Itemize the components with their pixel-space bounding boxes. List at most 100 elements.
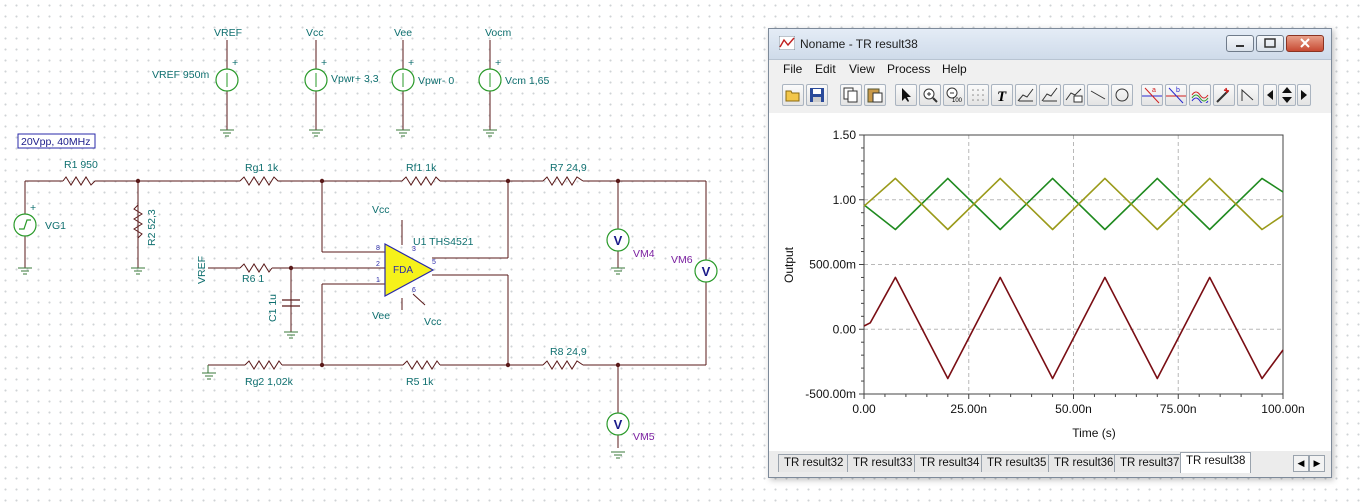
generator-label-box[interactable] <box>17 133 96 149</box>
y-axis-label: Output <box>782 246 796 283</box>
probe-button[interactable] <box>1213 84 1235 106</box>
resistor-r6[interactable] <box>239 263 273 273</box>
source-label-vee: Vpwr- 0 <box>418 75 454 87</box>
line-icon <box>1090 90 1106 100</box>
resistor-r7[interactable] <box>542 176 584 186</box>
resistor-r1[interactable] <box>62 176 98 186</box>
zoom-100-button[interactable]: 100 <box>943 84 965 106</box>
tab-scroll-right-button[interactable]: ▶ <box>1309 455 1325 472</box>
arrow-right-icon <box>1301 90 1307 100</box>
voltmeter-vm4[interactable] <box>606 228 630 252</box>
probe-icon <box>1216 87 1230 103</box>
tab-tr-result32[interactable]: TR result32 <box>778 454 850 472</box>
minimize-button[interactable] <box>1226 35 1254 52</box>
close-icon <box>1300 38 1310 48</box>
menu-file[interactable]: File <box>783 62 803 76</box>
menu-view[interactable]: View <box>849 62 875 76</box>
resistor-rf1[interactable] <box>401 176 441 186</box>
line-button[interactable] <box>1087 84 1109 106</box>
x-axis-label: Time (s) <box>1072 426 1116 440</box>
tab-scroll-left-button[interactable]: ◀ <box>1293 455 1309 472</box>
capacitor-c1[interactable] <box>282 299 300 307</box>
pointer-button[interactable] <box>895 84 917 106</box>
pin-label: 5 <box>432 259 436 266</box>
tab-tr-result38[interactable]: TR result38 <box>1180 452 1252 473</box>
resistor-r2[interactable] <box>133 204 143 239</box>
result-window[interactable]: Noname - TR result38 File Edit View Proc… <box>768 28 1332 478</box>
y-tick-label: -500.00m <box>805 387 856 401</box>
cursor-marker-a-button[interactable]: a <box>1141 84 1163 106</box>
source-name-vee: Vee <box>394 27 412 39</box>
ground-icon <box>131 267 145 275</box>
menu-help[interactable]: Help <box>942 62 967 76</box>
menu-edit[interactable]: Edit <box>815 62 836 76</box>
series-group <box>863 177 1284 380</box>
open-button[interactable] <box>782 84 804 106</box>
pin-label: 2 <box>376 261 380 268</box>
zoom-in-button[interactable] <box>919 84 941 106</box>
zoom-100-icon: 100 <box>946 87 963 103</box>
window-title: Noname - TR result38 <box>800 37 918 51</box>
tab-tr-result34[interactable]: TR result34 <box>914 454 986 472</box>
voltmeter-symbol: V <box>614 417 623 432</box>
arrow-updown-button[interactable] <box>1278 84 1296 106</box>
arrow-right-button[interactable] <box>1297 84 1311 106</box>
waveform-button[interactable] <box>1189 84 1211 106</box>
series-line-1[interactable] <box>863 276 1284 380</box>
cursor-b-button[interactable] <box>1039 84 1061 106</box>
source-label-vocm: Vcm 1,65 <box>505 75 550 87</box>
arrow-updown-icon <box>1282 87 1292 103</box>
resistor-rg2[interactable] <box>244 360 283 370</box>
label-rg2: Rg2 1,02k <box>245 376 294 388</box>
maximize-button[interactable] <box>1256 35 1284 52</box>
x-tick-label: 25.00n <box>950 402 987 416</box>
meter-label-vm4: VM4 <box>633 248 655 260</box>
arrow-left-icon <box>1267 90 1273 100</box>
plus-sign: + <box>495 57 501 69</box>
copy-button[interactable] <box>840 84 862 106</box>
y-tick-label: 1.50 <box>833 128 857 142</box>
cursor-marker-a-icon: a <box>1142 87 1162 104</box>
pin-label: 6 <box>412 287 416 294</box>
text-button[interactable]: T <box>991 84 1013 106</box>
step-button[interactable] <box>1237 84 1259 106</box>
title-bar[interactable]: Noname - TR result38 <box>769 29 1331 60</box>
y-tick-label: 1.00 <box>833 193 857 207</box>
resistor-r8[interactable] <box>542 360 584 370</box>
resistor-rg1[interactable] <box>239 176 280 186</box>
close-button[interactable] <box>1286 35 1324 52</box>
x-tick-label: 50.00n <box>1055 402 1092 416</box>
circle-button[interactable] <box>1111 84 1133 106</box>
tab-tr-result35[interactable]: TR result35 <box>981 454 1053 472</box>
tab-tr-result37[interactable]: TR result37 <box>1114 454 1186 472</box>
svg-text:100: 100 <box>952 98 963 103</box>
tab-tr-result33[interactable]: TR result33 <box>847 454 919 472</box>
ground-icon <box>611 267 625 275</box>
arrow-left-button[interactable] <box>1263 84 1277 106</box>
net-label-vcc-top: Vcc <box>372 204 390 216</box>
formula-button[interactable] <box>1063 84 1085 106</box>
voltmeter-vm5[interactable] <box>606 412 630 436</box>
voltmeter-vm6[interactable] <box>694 259 718 283</box>
tab-tr-result36[interactable]: TR result36 <box>1048 454 1120 472</box>
opamp-u1[interactable] <box>384 242 435 298</box>
x-tick-label: 75.00n <box>1160 402 1197 416</box>
grid-button[interactable] <box>967 84 989 106</box>
cursor-a-button[interactable] <box>1015 84 1037 106</box>
paste-button[interactable] <box>864 84 886 106</box>
cursor-marker-b-button[interactable]: b <box>1165 84 1187 106</box>
menu-process[interactable]: Process <box>887 62 931 76</box>
label-rg1: Rg1 1k <box>245 162 279 174</box>
save-button[interactable] <box>806 84 828 106</box>
ground-icon <box>611 451 625 459</box>
resistor-r5[interactable] <box>402 360 441 370</box>
pin-label: 3 <box>412 246 416 253</box>
series-line-3[interactable] <box>863 177 1284 231</box>
generator-name: VG1 <box>45 220 66 232</box>
maximize-icon <box>1264 38 1276 48</box>
